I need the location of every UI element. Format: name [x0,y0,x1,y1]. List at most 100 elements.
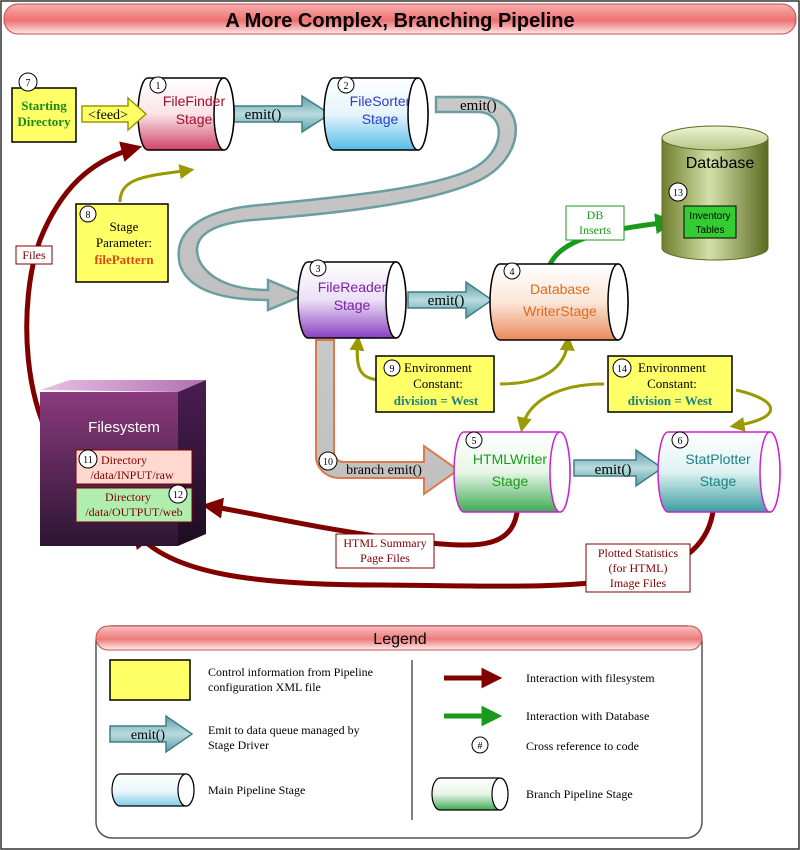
stage-title: HTMLWriter [473,451,547,467]
legend-emit-line1: Emit to data queue managed by [208,723,360,737]
legend-branch-stage-swatch [431,777,509,811]
legend-db-interaction: Interaction with Database [526,709,649,723]
legend-main-stage-swatch [111,773,195,807]
legend-crossref: Cross reference to code [526,739,639,753]
stage-subtitle: WriterStage [523,303,597,319]
emit-arrow-finder-to-sorter: emit() [233,94,332,134]
db-inserts-line1: DB [587,208,604,222]
legend-title-band [95,625,703,651]
env-constant-9-line2: Constant: [413,376,463,391]
branch-emit-label: branch emit() [346,463,422,478]
starting-directory-line2: Directory [17,114,71,129]
inventory-tables-box [683,205,737,239]
dir-output-line2: /data/OUTPUT/web [85,505,182,519]
html-summary-line2: Page Files [360,551,410,565]
files-label: Files [15,245,53,265]
plotted-statistics-label: Plotted Statistics (for HTML) Image File… [585,543,691,593]
legend-control-swatch [109,659,191,701]
dir-input-line2: /data/INPUT/raw [90,468,174,482]
stage-num: 2 [344,81,349,92]
stage-title: StatPlotter [685,451,751,467]
stage-title: FileFinder [163,93,226,109]
env14-to-stat-arrow [729,388,772,432]
legend-crossref-symbol: # [478,741,483,752]
starting-directory-box: 7 Starting Directory [11,72,77,143]
stage-subtitle: Stage [492,473,529,489]
crossref-13: 13 [673,188,683,199]
emit-label-4: emit() [595,462,632,478]
env-constant-14-value: division = West [628,393,713,408]
stage-parameter-line1: Stage [110,219,139,234]
branch-emit-arrow: 10 branch emit() [315,339,460,496]
env-constant-14-box: 14 Environment Constant: division = West [607,355,733,413]
emit-label-2: emit() [460,98,497,114]
emit-pipe-sorter-to-reader [177,95,517,312]
env9-to-dbwriter-arrow [499,335,575,386]
inventory-tables-line1: Inventory [689,211,730,222]
page-title: A More Complex, Branching Pipeline [225,10,574,32]
env-constant-9-box: 9 Environment Constant: division = West [375,355,495,413]
crossref-10 [318,451,338,471]
feed-label: <feed> [88,108,128,123]
stage-htmlwriter: 5 HTMLWriter Stage [453,431,571,513]
html-summary-line1: HTML Summary [343,536,426,550]
legend-control-line1: Control information from Pipeline [208,665,373,679]
stage-parameter-value: filePattern [94,252,154,267]
env-constant-9-line1: Environment [404,360,472,375]
db-inserts-label: DB Inserts [565,205,625,241]
inventory-tables-line2: Tables [696,225,725,236]
stage-subtitle: Stage [700,473,737,489]
dir-input-line1: Directory [101,453,147,467]
stage-num: 1 [156,81,161,92]
crossref-9: 9 [390,364,395,375]
legend-control-line2: configuration XML file [208,680,321,694]
stage-num: 5 [472,436,477,447]
legend-fs-interaction: Interaction with filesystem [526,671,655,685]
stage-filereader: 3 FileReader Stage [297,259,407,339]
crossref-11: 11 [83,455,93,466]
plotted-line1: Plotted Statistics [598,546,679,560]
stage-statplotter: 6 StatPlotter Stage [657,431,781,513]
stage-num: 6 [678,436,683,447]
env-constant-9-value: division = West [394,393,479,408]
legend-title: Legend [373,631,426,648]
stage-title: Database [530,281,590,297]
plotted-line2: (for HTML) [609,561,668,575]
filesystem-label: Filesystem [88,419,160,436]
feed-arrow: <feed> [81,96,148,132]
crossref-8: 8 [86,210,91,221]
stage-parameter-line2: Parameter: [96,235,152,250]
stage-num: 4 [510,267,515,278]
legend-emit-swatch [109,714,194,754]
title-band: A More Complex, Branching Pipeline [3,3,797,35]
stage-filesorter: 2 FileSorter Stage [323,76,429,151]
files-label-text: Files [22,248,46,262]
emit-arrow-reader-to-dbwriter: emit() [407,280,494,320]
legend-branch-stage: Branch Pipeline Stage [526,787,633,801]
env-constant-14-line1: Environment [638,360,706,375]
plotted-line3: Image Files [610,576,667,590]
database-cylinder: Database 13 Inventory Tables [661,125,769,261]
crossref-14: 14 [617,364,627,375]
filesystem-cube: Filesystem 11 Directory /data/INPUT/raw … [40,380,206,546]
starting-directory-line1: Starting [21,98,67,113]
stage-subtitle: Stage [362,111,399,127]
legend: Legend Control information from Pipeline… [95,625,703,839]
crossref-10-label: 10 [323,457,333,468]
dir-output-line1: Directory [105,490,151,504]
stage-parameter-box: 8 Stage Parameter: filePattern [75,203,169,283]
emit-label-1: emit() [245,107,282,123]
emit-arrow-html-to-stat: emit() [573,448,664,488]
stage-subtitle: Stage [334,297,371,313]
db-inserts-line2: Inserts [579,223,611,237]
legend-emit-line2: Stage Driver [208,738,269,752]
legend-emit-label: emit() [131,728,166,743]
env-constant-14-line2: Constant: [647,376,697,391]
stage-title: FileReader [318,279,387,295]
stage-title: FileSorter [350,93,411,109]
legend-main-stage: Main Pipeline Stage [208,783,305,797]
html-summary-label: HTML Summary Page Files [335,533,435,569]
legend-crossref-swatch [471,736,489,754]
stage-subtitle: Stage [176,111,213,127]
